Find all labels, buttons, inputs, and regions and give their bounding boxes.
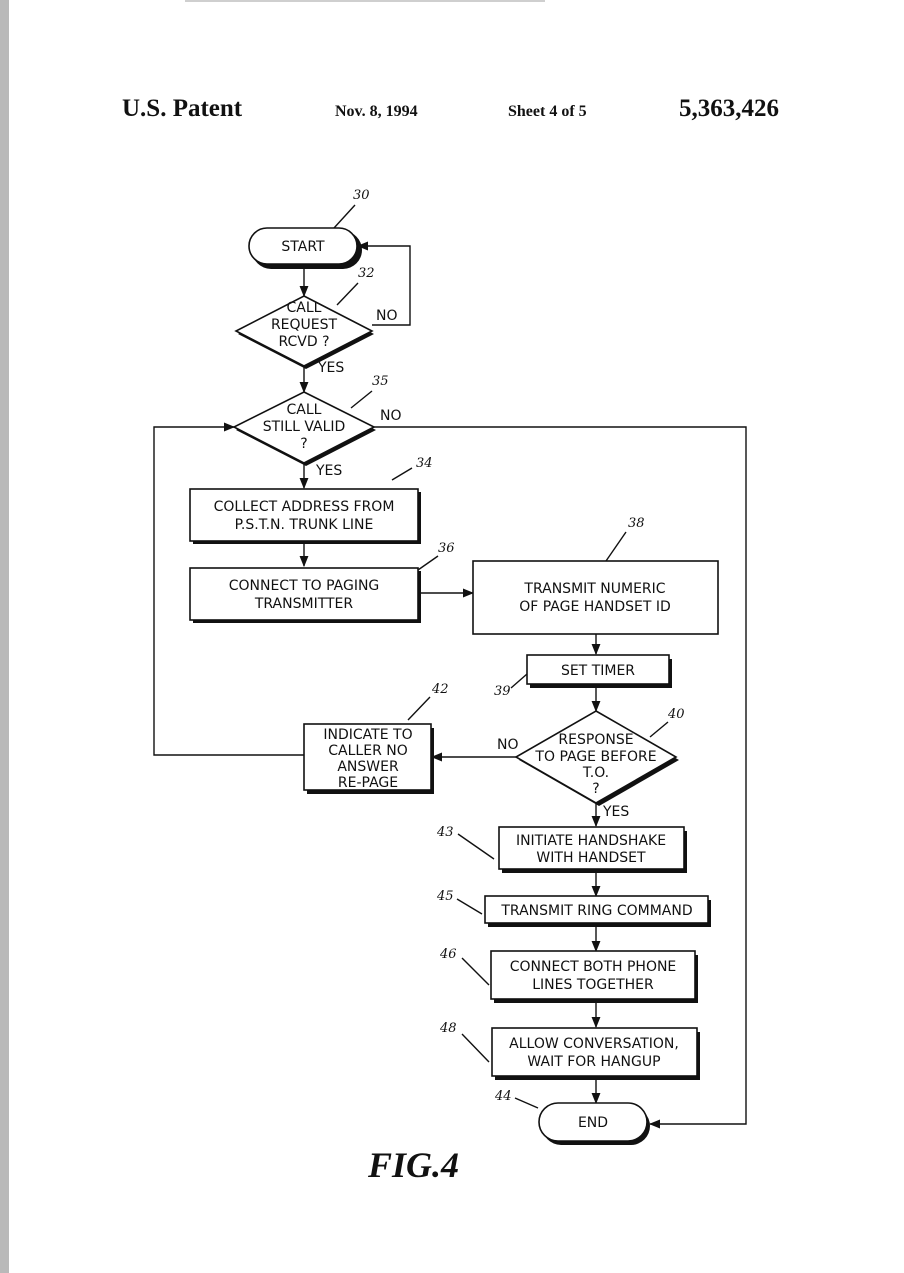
handshake-line-1: INITIATE HANDSHAKE: [516, 833, 666, 849]
call-valid-no-label: NO: [380, 408, 402, 424]
ref-43-leader: [458, 834, 494, 859]
ref-38: 38: [628, 516, 645, 531]
collect-address-line-2: P.S.T.N. TRUNK LINE: [235, 517, 374, 533]
transmit-numeric-line-2: OF PAGE HANDSET ID: [519, 599, 671, 615]
ref-40-leader: [650, 722, 668, 737]
ref-30: 30: [353, 188, 370, 203]
call-valid-line-1: CALL: [287, 402, 322, 418]
end-label: END: [578, 1115, 608, 1131]
ref-36-leader: [418, 556, 438, 570]
call-request-yes-label: YES: [317, 360, 344, 376]
call-request-line-2: REQUEST: [271, 317, 338, 333]
allow-conversation-box: ALLOW CONVERSATION, WAIT FOR HANGUP: [492, 1028, 700, 1080]
call-valid-yes-label: YES: [315, 463, 342, 479]
transmit-numeric-box: TRANSMIT NUMERIC OF PAGE HANDSET ID: [473, 561, 718, 634]
connect-lines-line-2: LINES TOGETHER: [532, 977, 654, 993]
indicate-line-3: ANSWER: [337, 759, 399, 775]
response-line-1: RESPONSE: [558, 732, 633, 748]
ref-39-leader: [511, 674, 527, 688]
call-request-decision: CALL REQUEST RCVD ?: [236, 296, 374, 369]
collect-address-line-1: COLLECT ADDRESS FROM: [214, 499, 395, 515]
ref-46-leader: [462, 958, 489, 985]
start-label: START: [281, 239, 325, 255]
collect-address-box: COLLECT ADDRESS FROM P.S.T.N. TRUNK LINE: [190, 489, 421, 544]
ref-34-leader: [392, 468, 412, 480]
ref-42: 42: [431, 682, 449, 697]
ref-30-leader: [334, 205, 355, 228]
call-valid-decision: CALL STILL VALID ?: [234, 392, 376, 466]
ref-34: 34: [416, 456, 433, 471]
ref-35: 35: [372, 374, 389, 389]
ref-45-leader: [457, 899, 482, 914]
ref-44-leader: [515, 1098, 538, 1108]
connect-lines-box: CONNECT BOTH PHONE LINES TOGETHER: [491, 951, 698, 1003]
indicate-line-2: CALLER NO: [328, 743, 407, 759]
response-decision: RESPONSE TO PAGE BEFORE T.O. ?: [516, 711, 679, 806]
ref-43: 43: [436, 825, 454, 840]
call-request-line-1: CALL: [287, 300, 322, 316]
initiate-handshake-box: INITIATE HANDSHAKE WITH HANDSET: [499, 827, 687, 873]
ref-39: 39: [494, 684, 511, 699]
allow-line-1: ALLOW CONVERSATION,: [509, 1036, 679, 1052]
response-line-4: ?: [592, 781, 599, 797]
transmit-ring-label: TRANSMIT RING COMMAND: [500, 903, 692, 919]
transmit-numeric-line-1: TRANSMIT NUMERIC: [523, 581, 665, 597]
call-request-no-label: NO: [376, 308, 398, 324]
ref-32-leader: [337, 283, 358, 305]
ref-46: 46: [439, 947, 457, 962]
call-valid-line-2: STILL VALID: [263, 419, 346, 435]
call-request-line-3: RCVD ?: [278, 334, 329, 350]
set-timer-box: SET TIMER: [527, 655, 672, 688]
ref-40: 40: [667, 707, 685, 722]
response-no-label: NO: [497, 737, 519, 753]
set-timer-label: SET TIMER: [561, 663, 635, 679]
ref-38-leader: [606, 532, 626, 561]
ref-42-leader: [408, 697, 430, 720]
transmit-ring-box: TRANSMIT RING COMMAND: [485, 896, 711, 927]
end-terminal: END: [539, 1103, 650, 1145]
start-terminal: START: [249, 228, 362, 269]
ref-45: 45: [436, 889, 454, 904]
connect-lines-line-1: CONNECT BOTH PHONE: [510, 959, 677, 975]
connect-paging-line-2: TRANSMITTER: [254, 596, 354, 612]
indicate-line-4: RE-PAGE: [338, 775, 398, 791]
response-yes-label: YES: [602, 804, 629, 820]
handshake-line-2: WITH HANDSET: [536, 850, 646, 866]
ref-35-leader: [351, 391, 372, 408]
call-valid-line-3: ?: [300, 436, 307, 452]
ref-48-leader: [462, 1034, 489, 1062]
figure-label: FIG.4: [367, 1145, 459, 1185]
connect-paging-box: CONNECT TO PAGING TRANSMITTER: [190, 568, 421, 623]
indicate-line-1: INDICATE TO: [323, 727, 412, 743]
response-line-3: T.O.: [582, 765, 609, 781]
allow-line-2: WAIT FOR HANGUP: [527, 1054, 660, 1070]
ref-48: 48: [439, 1021, 457, 1036]
indicate-caller-box: INDICATE TO CALLER NO ANSWER RE-PAGE: [304, 724, 434, 794]
response-line-2: TO PAGE BEFORE: [534, 749, 656, 765]
ref-44: 44: [494, 1089, 512, 1104]
connect-paging-line-1: CONNECT TO PAGING: [229, 578, 380, 594]
ref-36: 36: [438, 541, 455, 556]
ref-32: 32: [358, 266, 375, 281]
